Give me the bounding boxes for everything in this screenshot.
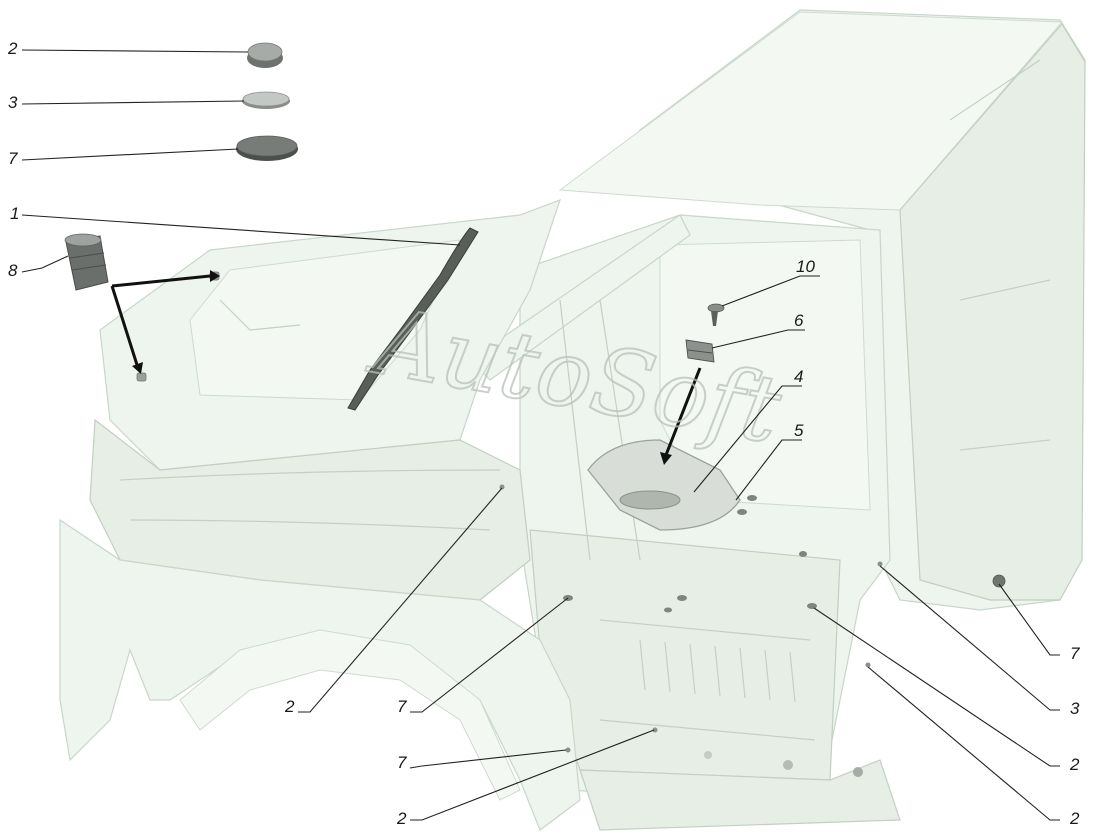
callout-2-floor-bottom: 2 <box>396 809 407 828</box>
assembly-arrows <box>110 270 702 465</box>
callout-10-screw: 10 <box>796 257 815 276</box>
bumper-part-8 <box>64 233 109 291</box>
screw-part-10 <box>707 303 725 326</box>
callout-2-rear-bottom: 2 <box>1069 809 1080 828</box>
plug-part-7 <box>236 135 298 161</box>
leader-lines <box>21 49 1060 821</box>
callout-4-cover: 4 <box>794 367 803 386</box>
callout-1-seal: 1 <box>10 204 19 223</box>
wheel-arch <box>179 629 521 801</box>
engine-cover <box>587 439 741 531</box>
clip-part-6 <box>685 339 715 363</box>
windshield-opening <box>189 239 461 401</box>
cab-side-wall <box>899 22 1086 601</box>
callout-7-floor-bottom: 7 <box>397 753 407 772</box>
callout-7-rear-right: 7 <box>1070 644 1080 663</box>
cab-roof <box>558 11 1064 211</box>
callout-2-door-pillar: 2 <box>284 697 295 716</box>
floor-panel <box>529 529 841 781</box>
callout-2-rear-floor: 2 <box>1069 755 1080 774</box>
callout-labels: 2 3 7 1 8 10 6 4 5 2 7 7 2 7 3 2 2 <box>7 39 1080 828</box>
callout-3-plug-top: 3 <box>8 93 18 112</box>
front-face-panel <box>89 418 531 601</box>
body-detail-lines <box>119 59 1051 561</box>
windshield-seal <box>347 227 479 411</box>
callout-3-rear: 3 <box>1070 699 1080 718</box>
door-sill <box>579 759 901 831</box>
callout-7-plug-top: 7 <box>8 149 18 168</box>
callout-8-bumper: 8 <box>8 261 18 280</box>
callout-2-plug-top: 2 <box>7 39 18 58</box>
plug-part-3 <box>242 91 290 109</box>
plug-part-2 <box>247 42 283 68</box>
callout-5-cover: 5 <box>794 421 804 440</box>
floor-ribs <box>599 619 816 741</box>
callout-7-floor-left: 7 <box>397 697 407 716</box>
callout-6-clip: 6 <box>794 311 804 330</box>
